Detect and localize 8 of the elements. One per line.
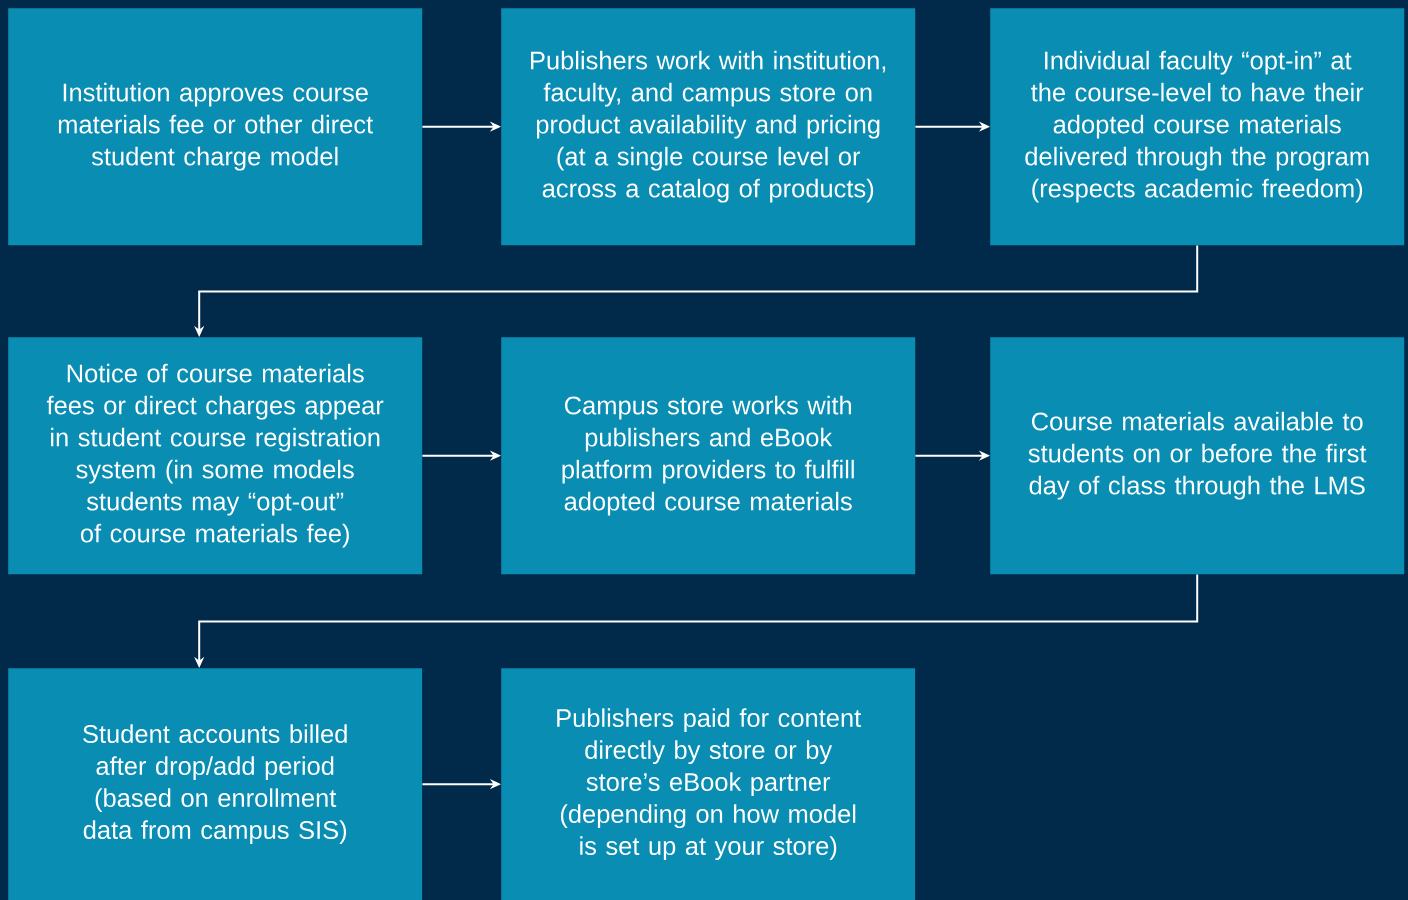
process-box: Institution approves course materials fee or other direct student charge model — [8, 8, 423, 246]
process-box: Course materials available to students on or before the first day of class through the LMS — [990, 337, 1405, 575]
process-box: Publishers work with institution, faculty, and campus store on product availability and pricing (at a single course level or across a catalog of products) — [501, 8, 916, 246]
process-box: Student accounts billed after drop/add period (based on enrollment data from campus SIS) — [8, 668, 423, 900]
process-box: Individual faculty “opt-in” at the course-level to have their adopted course materials delivered through the program (respects academic freedom) — [990, 8, 1405, 246]
process-box: Campus store works with publishers and eBook platform providers to fulfill adopted course materials — [501, 337, 916, 575]
process-box: Publishers paid for content directly by store or by store’s eBook partner (depending on how model is set up at your store) — [501, 668, 916, 900]
process-box: Notice of course materials fees or direct charges appear in student course registration system (in some models students may “opt-out” of course materials fee) — [8, 337, 423, 575]
